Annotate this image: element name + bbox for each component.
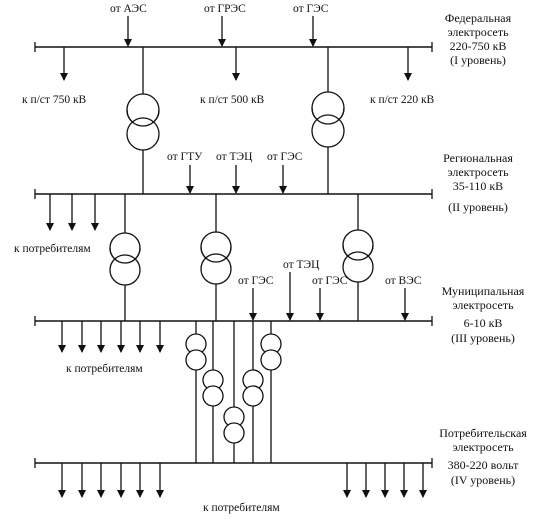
- source-label: от ГЭС: [238, 275, 274, 287]
- source-label: от ГЭС: [293, 3, 329, 15]
- level-name: Региональная: [443, 151, 513, 165]
- source-label: от ТЭЦ: [216, 151, 253, 163]
- level-voltage: 380-220 вольт: [448, 458, 519, 472]
- transformer-winding: [311, 114, 345, 148]
- transformer-winding: [223, 422, 245, 444]
- level-consumer-description: Потребительская электросеть 380-220 воль…: [439, 426, 527, 487]
- level-type: электросеть: [447, 165, 509, 179]
- transformer-winding: [200, 253, 232, 285]
- level-regional-description: Региональная электросеть 35-110 кВ (II у…: [443, 151, 513, 214]
- level-number: (IV уровень): [451, 473, 515, 487]
- consumer-label: к потребителям: [14, 243, 91, 255]
- level-municipal-description: Муниципальная электросеть 6-10 кВ (III у…: [442, 284, 525, 345]
- level-number: (II уровень): [448, 200, 508, 214]
- source-label: от ГЭС: [267, 151, 303, 163]
- source-label: от ГРЭС: [204, 3, 246, 15]
- source-label: от ГЭС: [312, 275, 348, 287]
- transformer-winding: [202, 385, 224, 407]
- transformer-overlap: [200, 246, 232, 263]
- level-type: электросеть: [452, 298, 514, 312]
- source-label: от ГТУ: [167, 151, 203, 163]
- level-type: электросеть: [447, 25, 509, 39]
- level-name: Федеральная: [445, 11, 512, 25]
- transformer-winding: [242, 385, 264, 407]
- load-label: к п/ст 750 кВ: [22, 94, 87, 106]
- consumer-label: к потребителям: [66, 363, 143, 375]
- source-label: от АЭС: [110, 3, 147, 15]
- transformer-overlap: [109, 247, 141, 264]
- transformer-winding: [342, 251, 374, 283]
- level-number: (III уровень): [451, 331, 515, 345]
- level-name: Потребительская: [439, 426, 527, 440]
- transformer-winding: [260, 349, 282, 371]
- level-voltage: 6-10 кВ: [464, 316, 503, 330]
- level-voltage: 35-110 кВ: [453, 179, 503, 193]
- level-type: электросеть: [452, 440, 514, 454]
- transformer-overlap: [311, 107, 345, 125]
- level-voltage: 220-750 кВ: [450, 39, 507, 53]
- level-number: (I уровень): [450, 53, 506, 67]
- transformer-overlap: [126, 109, 160, 127]
- source-label: от ВЭС: [385, 275, 422, 287]
- transformer-winding: [109, 254, 141, 286]
- transformer-overlap: [342, 244, 374, 261]
- load-label: к п/ст 500 кВ: [200, 94, 265, 106]
- consumer-label: к потребителям: [203, 502, 280, 514]
- level-federal-description: Федеральная электросеть 220-750 кВ (I ур…: [445, 11, 512, 67]
- source-label: от ТЭЦ: [283, 259, 320, 271]
- level-name: Муниципальная: [442, 284, 525, 298]
- load-label: к п/ст 220 кВ: [370, 94, 435, 106]
- transformer-winding: [126, 117, 160, 151]
- transformer-winding: [185, 349, 207, 371]
